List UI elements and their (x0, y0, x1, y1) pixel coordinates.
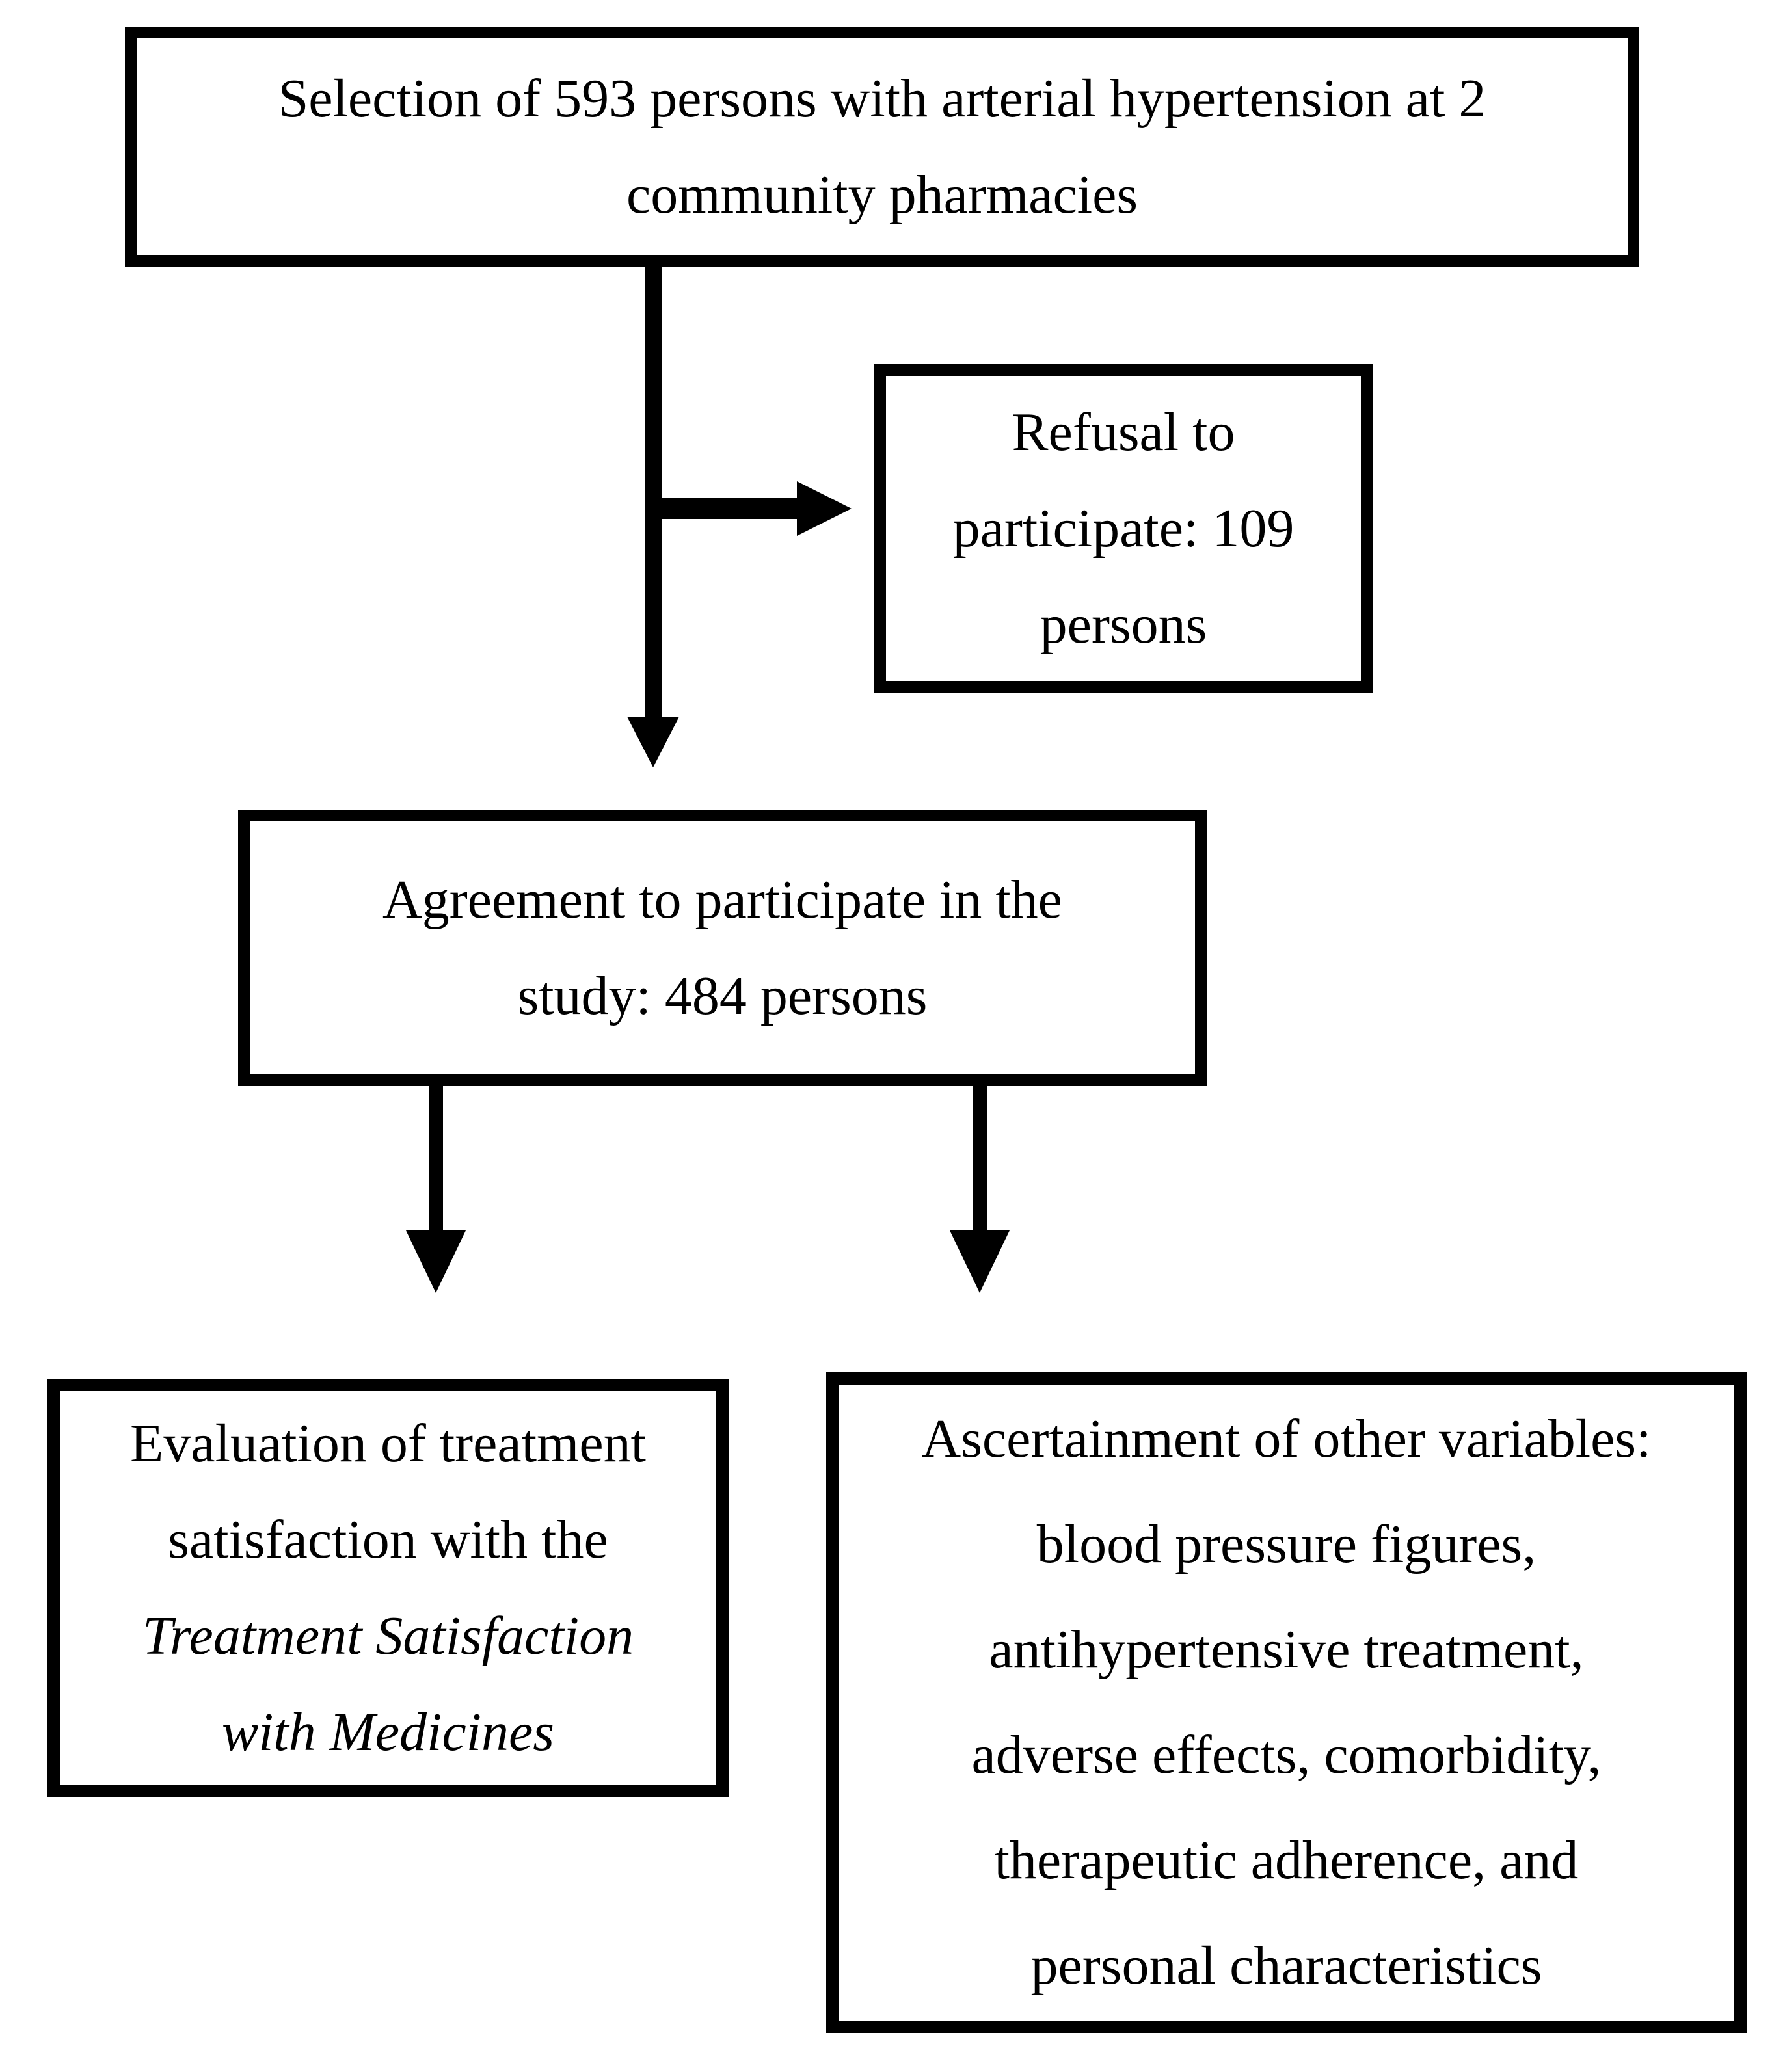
ascertainment-box-line: Ascertainment of other variables: (921, 1409, 1652, 1469)
ascertainment-box-line: adverse effects, comorbidity, (971, 1725, 1602, 1785)
refusal-box: Refusal to participate: 109 persons (874, 364, 1373, 693)
left-down-arrow-stem (429, 1085, 443, 1232)
agreement-box: Agreement to participate in the study: 4… (238, 810, 1207, 1086)
refusal-branch-arrow-head (797, 481, 852, 536)
ascertainment-box-line: personal characteristics (1030, 1935, 1542, 1996)
refusal-branch-arrow-shaft (660, 498, 798, 519)
left-down-arrow-head (406, 1230, 466, 1293)
refusal-box-line: Refusal to (1012, 401, 1235, 462)
ascertainment-box-line: blood pressure figures, (1036, 1514, 1537, 1574)
evaluation-box: Evaluation of treatment satisfaction wit… (47, 1379, 729, 1797)
refusal-box-line: persons (1040, 594, 1207, 655)
evaluation-box-line: satisfaction with the (168, 1509, 608, 1570)
main-down-arrow-head (627, 717, 679, 767)
ascertainment-box: Ascertainment of other variables: blood … (826, 1372, 1747, 2033)
evaluation-box-line: Evaluation of treatment (129, 1413, 647, 1474)
right-down-arrow-head (950, 1230, 1010, 1293)
ascertainment-box-line: antihypertensive treatment, (989, 1619, 1584, 1680)
evaluation-box-line-italic: with Medicines (222, 1701, 554, 1762)
ascertainment-box-line: therapeutic adherence, and (994, 1830, 1579, 1891)
selection-box-line: Selection of 593 persons with arterial h… (278, 68, 1486, 129)
right-down-arrow-stem (973, 1085, 987, 1232)
evaluation-box-line-italic: Treatment Satisfaction (142, 1605, 634, 1666)
selection-box-line: community pharmacies (626, 164, 1138, 225)
selection-box: Selection of 593 persons with arterial h… (125, 27, 1639, 267)
agreement-box-line: study: 484 persons (517, 965, 928, 1026)
main-down-arrow-stem (645, 265, 662, 717)
agreement-box-line: Agreement to participate in the (382, 869, 1062, 930)
refusal-box-line: participate: 109 (952, 498, 1295, 559)
